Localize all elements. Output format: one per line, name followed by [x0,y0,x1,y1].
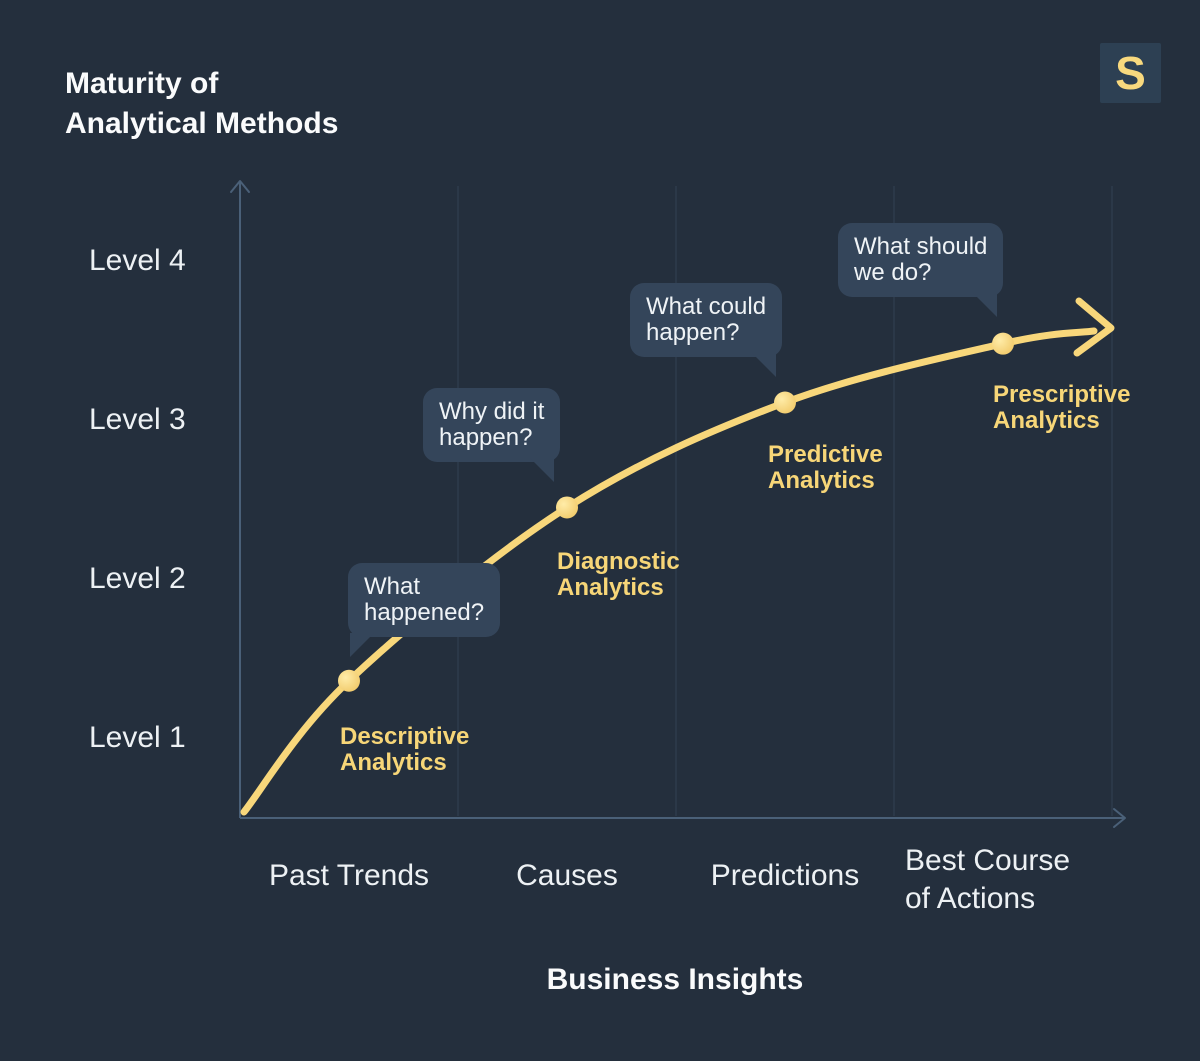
data-point [992,332,1014,355]
bubble-text-line2: we do? [854,259,932,286]
page-title-line2: Analytical Methods [65,107,339,140]
speech-bubble-predictive: What could happen? [630,283,783,377]
x-axis [240,808,1126,828]
y-axis [230,180,250,818]
stage-label-predictive-analytics: Predictive Analytics [768,442,883,494]
xtick-line1: Best Course [905,844,1071,877]
stage-label-line1: Descriptive [340,723,470,750]
xtick-best-course-of-actions: Best Course of Actions [905,842,1070,918]
data-point [774,391,796,414]
stage-label-prescriptive-analytics: Prescriptive Analytics [993,382,1130,434]
data-point [556,496,578,519]
ytick-level-1: Level 1 [89,721,186,754]
speech-bubble-tail-icon [973,293,998,317]
speech-bubble-tail-icon [350,633,374,657]
xtick-predictions: Predictions [710,859,860,892]
stage-label-line2: Analytics [557,574,664,601]
stage-label-line1: Prescriptive [993,381,1131,408]
bubble-text-line1: What should [854,233,988,260]
page-title-line1: Maturity of [65,67,219,100]
bubble-text-line1: What could [646,293,767,320]
ytick-level-4: Level 4 [89,244,186,277]
speech-bubble-prescriptive: What should we do? [838,223,1004,317]
stage-label-line1: Predictive [768,441,883,468]
x-axis-title: Business Insights [546,963,804,996]
vertical-gridlines [457,186,1113,816]
data-point [338,669,360,692]
stage-label-line2: Analytics [340,749,447,776]
bubble-text-line1: What [364,573,421,600]
stage-label-line1: Diagnostic [557,548,680,575]
speech-bubble-descriptive: What happened? [348,563,501,657]
xtick-line2: of Actions [905,882,1036,915]
stage-label-descriptive-analytics: Descriptive Analytics [340,724,469,776]
curve-arrowhead-icon [1073,297,1115,357]
xtick-causes: Causes [516,859,618,892]
ytick-level-2: Level 2 [89,562,186,595]
speech-bubble-diagnostic: Why did it happen? [423,388,561,482]
stage-label-line2: Analytics [993,407,1100,434]
page-title: Maturity of Analytical Methods [65,64,338,144]
bottom-border [0,1061,1200,1064]
brand-logo-letter: S [1115,47,1146,99]
bubble-text-line2: happen? [439,424,533,451]
y-axis-arrowhead-icon [230,180,250,193]
x-axis-arrowhead-icon [1113,808,1126,828]
ytick-level-3: Level 3 [89,403,186,436]
bubble-text-line1: Why did it [439,398,545,425]
stage-label-diagnostic-analytics: Diagnostic Analytics [557,549,680,601]
data-points [338,332,1014,692]
bubble-text-line2: happen? [646,319,740,346]
stage-label-line2: Analytics [768,467,875,494]
bubble-text-line2: happened? [364,599,485,626]
speech-bubble-tail-icon [530,458,555,482]
xtick-past-trends: Past Trends [268,859,430,892]
brand-logo: S [1100,43,1161,103]
speech-bubble-tail-icon [752,353,777,377]
